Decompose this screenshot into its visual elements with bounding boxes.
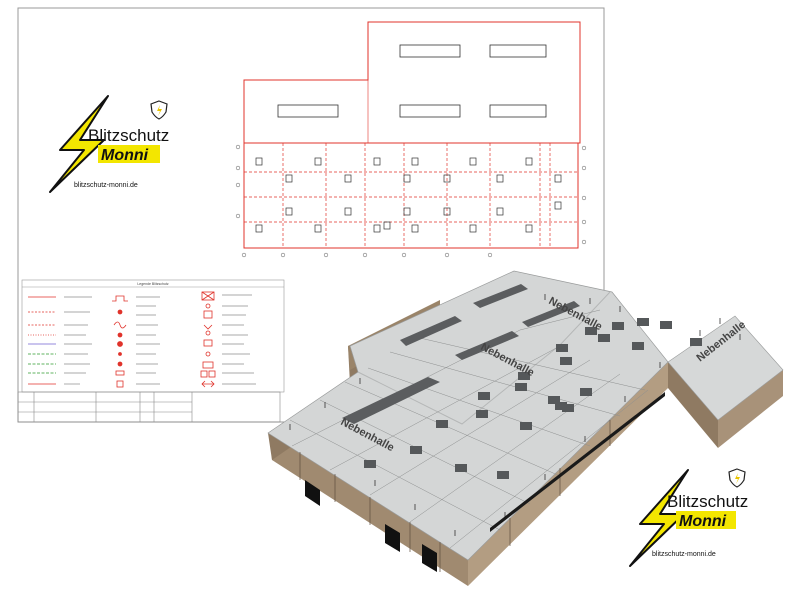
plan-lower-outline — [243, 142, 579, 249]
legend-column-1 — [28, 296, 56, 385]
skylight-bands — [342, 284, 580, 424]
logo-secondary-line2: Monni — [679, 513, 727, 530]
roof-boxes — [364, 318, 702, 479]
lightning-bolt-icon-secondary — [629, 469, 689, 567]
legend-title: Legende Blitzschutz — [137, 282, 169, 286]
building-3d: Nebenhalle Nebenhalle Nebenhalle Nebenha… — [267, 270, 784, 586]
legend-column-2 — [112, 295, 128, 388]
logo-secondary-url: blitzschutz-monni.de — [652, 551, 716, 558]
title-block — [17, 391, 281, 423]
logo-secondary-line1: Blitzschutz — [667, 492, 748, 511]
doors — [305, 480, 437, 572]
logo-main: Blitzschutz Monni blitzschutz-monni.de — [49, 95, 169, 193]
right-wing-roof — [667, 315, 784, 421]
plan-skylights — [277, 44, 547, 118]
air-terminals — [289, 294, 741, 536]
logo-secondary: Blitzschutz Monni blitzschutz-monni.de — [629, 468, 748, 567]
logo-main-line2: Monni — [101, 147, 149, 164]
right-wing-front-wall — [668, 362, 718, 448]
legend-panel: Legende Blitzschutz — [21, 279, 285, 393]
window-strip — [490, 392, 665, 532]
logo-main-line1: Blitzschutz — [88, 126, 169, 145]
main-roof — [267, 270, 669, 561]
down-conductors — [299, 420, 611, 572]
floor-plan — [235, 21, 587, 258]
legend-column-3 — [200, 291, 216, 388]
right-wing-side-wall — [718, 370, 783, 448]
main-front-wall — [270, 433, 468, 586]
lightning-bolt-icon — [49, 95, 109, 193]
main-right-wall — [468, 362, 668, 586]
logo-main-url: blitzschutz-monni.de — [74, 182, 138, 189]
